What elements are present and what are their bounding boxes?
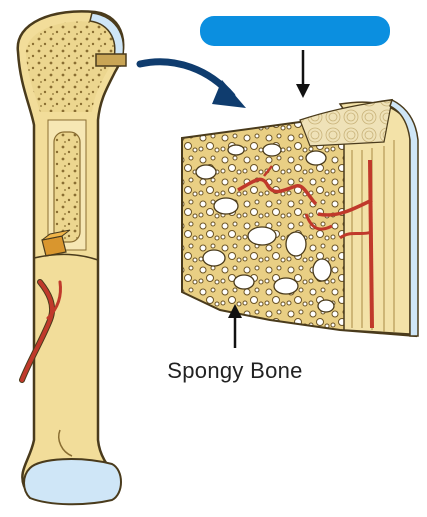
up-arrow-icon: [228, 304, 242, 348]
curved-arrow-icon: [136, 58, 246, 108]
down-arrow-icon: [296, 50, 310, 98]
label-mask: [200, 16, 390, 46]
long-bone: [16, 10, 127, 506]
magnified-section: [181, 98, 419, 338]
spongy-bone-label: Spongy Bone: [167, 358, 303, 383]
